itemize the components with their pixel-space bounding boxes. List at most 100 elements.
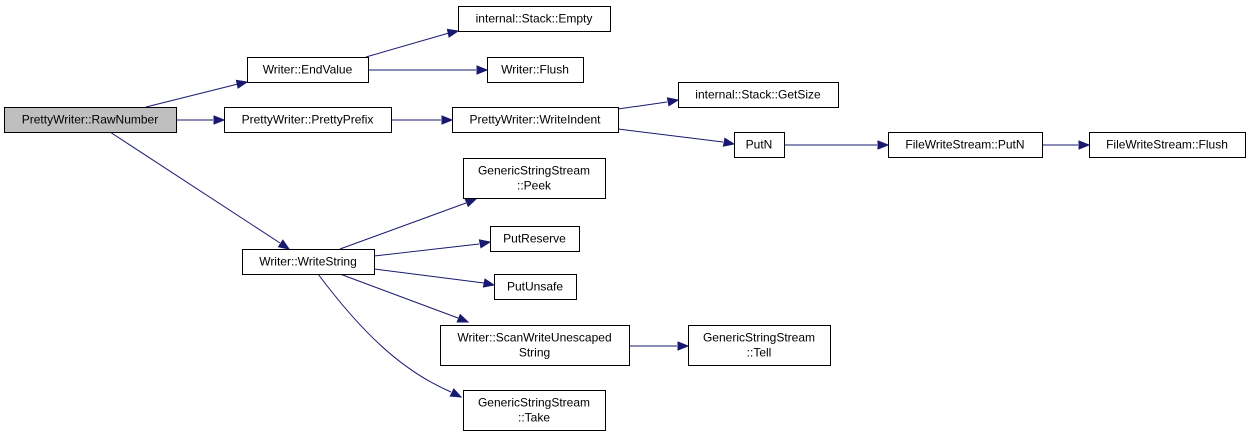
node-box xyxy=(678,82,839,108)
edge-arrowhead xyxy=(1078,140,1091,150)
node-label: PutN xyxy=(746,138,773,152)
edge-line xyxy=(617,128,724,143)
edge-arrowhead xyxy=(441,115,454,125)
edge-write-indent-to-putn xyxy=(617,128,736,147)
edge-arrowhead xyxy=(677,341,690,351)
node-label: ::Peek xyxy=(517,179,552,193)
edge-arrowhead xyxy=(213,115,226,125)
node-label: Writer::Flush xyxy=(501,63,569,77)
node-label: Writer::ScanWriteUnescaped xyxy=(457,331,611,345)
node-box xyxy=(688,325,831,366)
call-graph-nodes: PrettyWriter::RawNumberWriter::EndValuei… xyxy=(4,6,1246,431)
node-box xyxy=(1089,132,1246,158)
edge-raw-number-to-write-string xyxy=(109,131,291,250)
node-label: PrettyWriter::WriteIndent xyxy=(470,113,602,127)
node-gss-take[interactable]: GenericStringStream::Take xyxy=(463,390,606,431)
node-write-indent[interactable]: PrettyWriter::WriteIndent xyxy=(452,107,619,133)
node-box xyxy=(888,132,1043,158)
node-writer-flush[interactable]: Writer::Flush xyxy=(487,57,584,83)
node-gss-tell[interactable]: GenericStringStream::Tell xyxy=(688,325,831,366)
node-label: GenericStringStream xyxy=(478,164,590,178)
edge-arrowhead xyxy=(478,239,492,249)
node-label: internal::Stack::GetSize xyxy=(695,88,821,102)
edge-write-indent-to-stack-getsize xyxy=(617,97,680,110)
node-label: internal::Stack::Empty xyxy=(476,12,593,26)
node-putn[interactable]: PutN xyxy=(734,132,785,158)
edge-arrowhead xyxy=(456,313,470,323)
edge-line xyxy=(109,131,281,244)
node-label: Writer::WriteString xyxy=(259,255,357,269)
node-box xyxy=(463,390,606,431)
node-label: FileWriteStream::Flush xyxy=(1106,138,1228,152)
node-box xyxy=(463,158,606,199)
edge-arrowhead xyxy=(666,97,680,107)
edge-write-string-to-gss-take xyxy=(317,273,463,398)
node-fws-flush[interactable]: FileWriteStream::Flush xyxy=(1089,132,1246,158)
edge-line xyxy=(317,273,452,393)
edge-raw-number-to-end-value xyxy=(145,79,249,108)
call-graph-edges xyxy=(109,28,1091,398)
node-put-unsafe[interactable]: PutUnsafe xyxy=(494,274,577,300)
node-raw-number[interactable]: PrettyWriter::RawNumber xyxy=(4,107,177,133)
node-box xyxy=(494,274,577,300)
edge-line xyxy=(339,202,467,250)
edge-arrowhead xyxy=(722,137,736,147)
node-label: PutUnsafe xyxy=(507,280,563,294)
node-box xyxy=(487,57,584,83)
node-box xyxy=(458,6,611,32)
node-box xyxy=(4,107,177,133)
node-box xyxy=(440,325,630,366)
node-label: GenericStringStream xyxy=(703,331,815,345)
edge-putn-to-fws-putn xyxy=(784,140,890,150)
edge-fws-putn-to-fws-flush xyxy=(1042,140,1091,150)
edge-line xyxy=(373,268,485,284)
edge-arrowhead xyxy=(277,239,291,250)
node-end-value[interactable]: Writer::EndValue xyxy=(247,57,369,83)
edge-arrowhead xyxy=(449,388,463,398)
node-box xyxy=(242,249,375,275)
node-label: String xyxy=(519,346,550,360)
edge-arrowhead xyxy=(482,278,496,288)
edge-line xyxy=(365,32,450,58)
edge-line xyxy=(373,243,480,257)
node-box xyxy=(247,57,369,83)
edge-pretty-prefix-to-write-indent xyxy=(391,115,454,125)
node-label: ::Take xyxy=(518,411,550,425)
edge-write-string-to-gss-peek xyxy=(339,198,478,250)
edge-end-value-to-stack-empty xyxy=(365,28,460,58)
node-stack-getsize[interactable]: internal::Stack::GetSize xyxy=(678,82,839,108)
node-stack-empty[interactable]: internal::Stack::Empty xyxy=(458,6,611,32)
edge-arrowhead xyxy=(464,198,478,208)
edge-arrowhead xyxy=(235,79,249,89)
edge-end-value-to-writer-flush xyxy=(368,65,489,75)
node-pretty-prefix[interactable]: PrettyWriter::PrettyPrefix xyxy=(224,107,392,133)
node-label: GenericStringStream xyxy=(478,396,590,410)
node-box xyxy=(734,132,785,158)
edge-arrowhead xyxy=(446,28,460,38)
node-label: PrettyWriter::RawNumber xyxy=(22,113,158,127)
edge-arrowhead xyxy=(877,140,890,150)
edge-scan-write-to-gss-tell xyxy=(629,341,690,351)
node-gss-peek[interactable]: GenericStringStream::Peek xyxy=(463,158,606,199)
node-label: FileWriteStream::PutN xyxy=(905,138,1024,152)
node-box xyxy=(452,107,619,133)
node-box xyxy=(224,107,392,133)
node-fws-putn[interactable]: FileWriteStream::PutN xyxy=(888,132,1043,158)
edge-arrowhead xyxy=(476,65,489,75)
edge-write-string-to-put-unsafe xyxy=(373,268,496,288)
node-label: Writer::EndValue xyxy=(263,63,353,77)
node-label: PutReserve xyxy=(503,232,566,246)
edge-line xyxy=(145,83,239,108)
node-write-string[interactable]: Writer::WriteString xyxy=(242,249,375,275)
node-label: PrettyWriter::PrettyPrefix xyxy=(242,113,374,127)
edge-write-string-to-scan-write xyxy=(339,273,470,323)
node-box xyxy=(490,226,580,252)
node-label: ::Tell xyxy=(747,346,772,360)
edge-write-string-to-put-reserve xyxy=(373,239,492,257)
node-put-reserve[interactable]: PutReserve xyxy=(490,226,580,252)
edge-raw-number-to-pretty-prefix xyxy=(176,115,226,125)
edge-line xyxy=(617,101,668,110)
edge-line xyxy=(339,273,459,319)
